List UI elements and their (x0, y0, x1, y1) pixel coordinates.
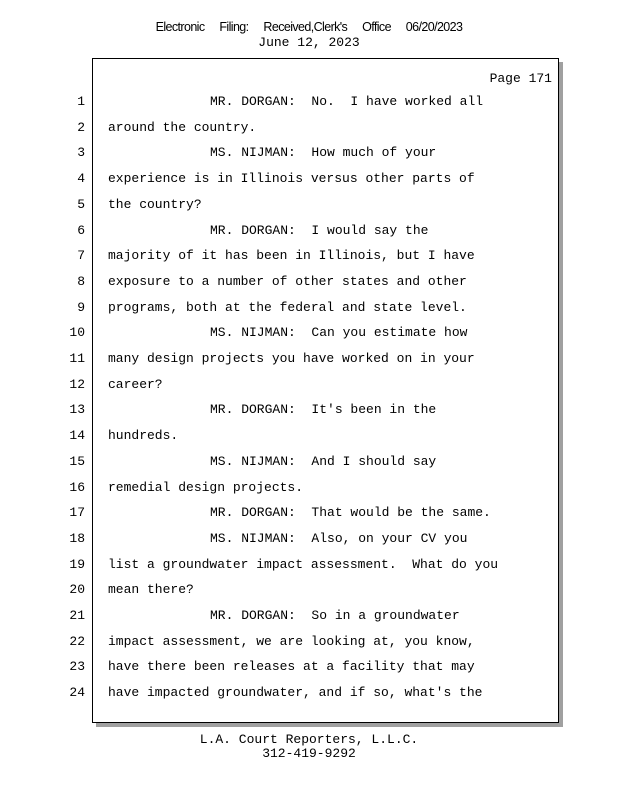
line-number: 6 (77, 222, 85, 238)
transcript-line: 17 MR. DORGAN: That would be the same. (69, 505, 618, 525)
transcript-line: 20 mean there? (69, 582, 618, 602)
line-number: 14 (69, 428, 85, 444)
line-text: around the country. (108, 119, 257, 135)
line-number: 4 (77, 171, 85, 187)
line-text: have there been releases at a facility t… (108, 659, 475, 675)
footer-phone: 312-419-9292 (262, 746, 356, 761)
line-number: 9 (77, 299, 85, 315)
line-number: 8 (77, 273, 85, 289)
transcript-line: 18 MS. NIJMAN: Also, on your CV you (69, 530, 618, 551)
transcript-line: 5 the country? (77, 196, 618, 217)
line-number: 21 (69, 608, 85, 623)
line-text: hundreds. (108, 428, 179, 444)
line-text: MS. NIJMAN: Also, on your CV you (210, 530, 468, 546)
line-text: MS. NIJMAN: Can you estimate how (210, 325, 468, 341)
line-number: 22 (69, 633, 85, 649)
line-text: list a groundwater impact assessment. Wh… (108, 556, 499, 572)
line-number: 5 (77, 196, 85, 212)
line-text: programs, both at the federal and state … (108, 299, 467, 315)
transcript-line: 7 majority of it has been in Illinois, bu… (77, 248, 618, 268)
stamp-part: Electronic (155, 20, 205, 34)
transcript-line: 21 MR. DORGAN: So in a groundwater (69, 608, 618, 628)
line-number: 20 (69, 582, 85, 598)
stamp-part: 06/20/2023 (405, 20, 463, 34)
electronic-filing-stamp: Electronic Filing: Received,Clerk's Offi… (0, 20, 618, 34)
footer-company: L.A. Court Reporters, L.L.C. (199, 732, 419, 747)
line-text: MR. DORGAN: It's been in the (210, 402, 437, 418)
line-number: 7 (77, 248, 85, 264)
transcript-line: 6 MR. DORGAN: I would say the (77, 222, 618, 243)
line-number: 11 (69, 351, 85, 366)
line-text: MS. NIJMAN: How much of your (210, 145, 437, 161)
line-text: career? (108, 376, 163, 392)
line-text: many design projects you have worked on … (108, 351, 475, 366)
line-text: experience is in Illinois versus other p… (108, 171, 475, 187)
transcript-date: June 12, 2023 (258, 35, 360, 50)
line-number: 24 (69, 685, 85, 701)
line-text: majority of it has been in Illinois, but… (108, 248, 475, 264)
line-number: 18 (69, 530, 85, 546)
line-number: 2 (77, 119, 85, 135)
line-text: remedial design projects. (108, 479, 304, 495)
transcript-line: 3 MS. NIJMAN: How much of your (77, 145, 618, 165)
footer: L.A. Court Reporters, L.L.C. 312-419-929… (0, 733, 618, 761)
line-number: 16 (69, 479, 85, 495)
line-text: exposure to a number of other states and… (108, 273, 467, 289)
transcript-line: 24 have impacted groundwater, and if so, … (69, 685, 618, 705)
transcript-page: Page 171 1 MR. DORGAN: No. I have worked … (69, 58, 559, 723)
line-text: MR. DORGAN: So in a groundwater (210, 608, 460, 623)
line-number: 19 (69, 556, 85, 572)
transcript-line: 12 career? (69, 376, 618, 397)
stamp-part: Filing: (219, 20, 249, 34)
line-text: MS. NIJMAN: And I should say (210, 453, 437, 469)
line-number: 17 (69, 505, 85, 521)
page-number: Page 171 (489, 71, 552, 86)
transcript-line: 9 programs, both at the federal and state… (77, 299, 618, 320)
transcript-line: 13 MR. DORGAN: It's been in the (69, 402, 618, 422)
transcript-line: 1 MR. DORGAN: No. I have worked all (77, 94, 618, 114)
stamp-part: Received,Clerk's (263, 20, 348, 34)
line-text: the country? (108, 196, 202, 212)
line-text: MR. DORGAN: I would say the (210, 222, 429, 238)
stamp-part: Office (362, 20, 391, 34)
transcript-line: 22 impact assessment, we are looking at, … (69, 633, 618, 654)
transcript-line: 4 experience is in Illinois versus other … (77, 171, 618, 191)
line-text: have impacted groundwater, and if so, wh… (108, 685, 483, 701)
transcript-line: 16 remedial design projects. (69, 479, 618, 500)
line-text: impact assessment, we are looking at, yo… (108, 633, 475, 649)
transcript-line: 10 MS. NIJMAN: Can you estimate how (69, 325, 618, 345)
line-number: 12 (69, 376, 85, 392)
transcript-line: 14 hundreds. (69, 428, 618, 448)
line-number: 23 (69, 659, 85, 675)
transcript-line: 15 MS. NIJMAN: And I should say (69, 453, 618, 474)
line-number: 13 (69, 402, 85, 418)
line-number: 15 (69, 453, 85, 469)
transcript-line: 11 many design projects you have worked o… (69, 351, 618, 371)
line-number: 1 (77, 94, 85, 109)
transcript-line: 23 have there been releases at a facility… (69, 659, 618, 679)
line-number: 10 (69, 325, 85, 341)
line-text: MR. DORGAN: That would be the same. (210, 505, 491, 521)
transcript-line: 19 list a groundwater impact assessment. … (69, 556, 618, 577)
line-number: 3 (77, 145, 85, 161)
line-text: mean there? (108, 582, 194, 598)
transcript-line: 8 exposure to a number of other states an… (77, 273, 618, 294)
transcript-line: 2 around the country. (77, 119, 618, 140)
line-text: MR. DORGAN: No. I have worked all (210, 94, 484, 109)
